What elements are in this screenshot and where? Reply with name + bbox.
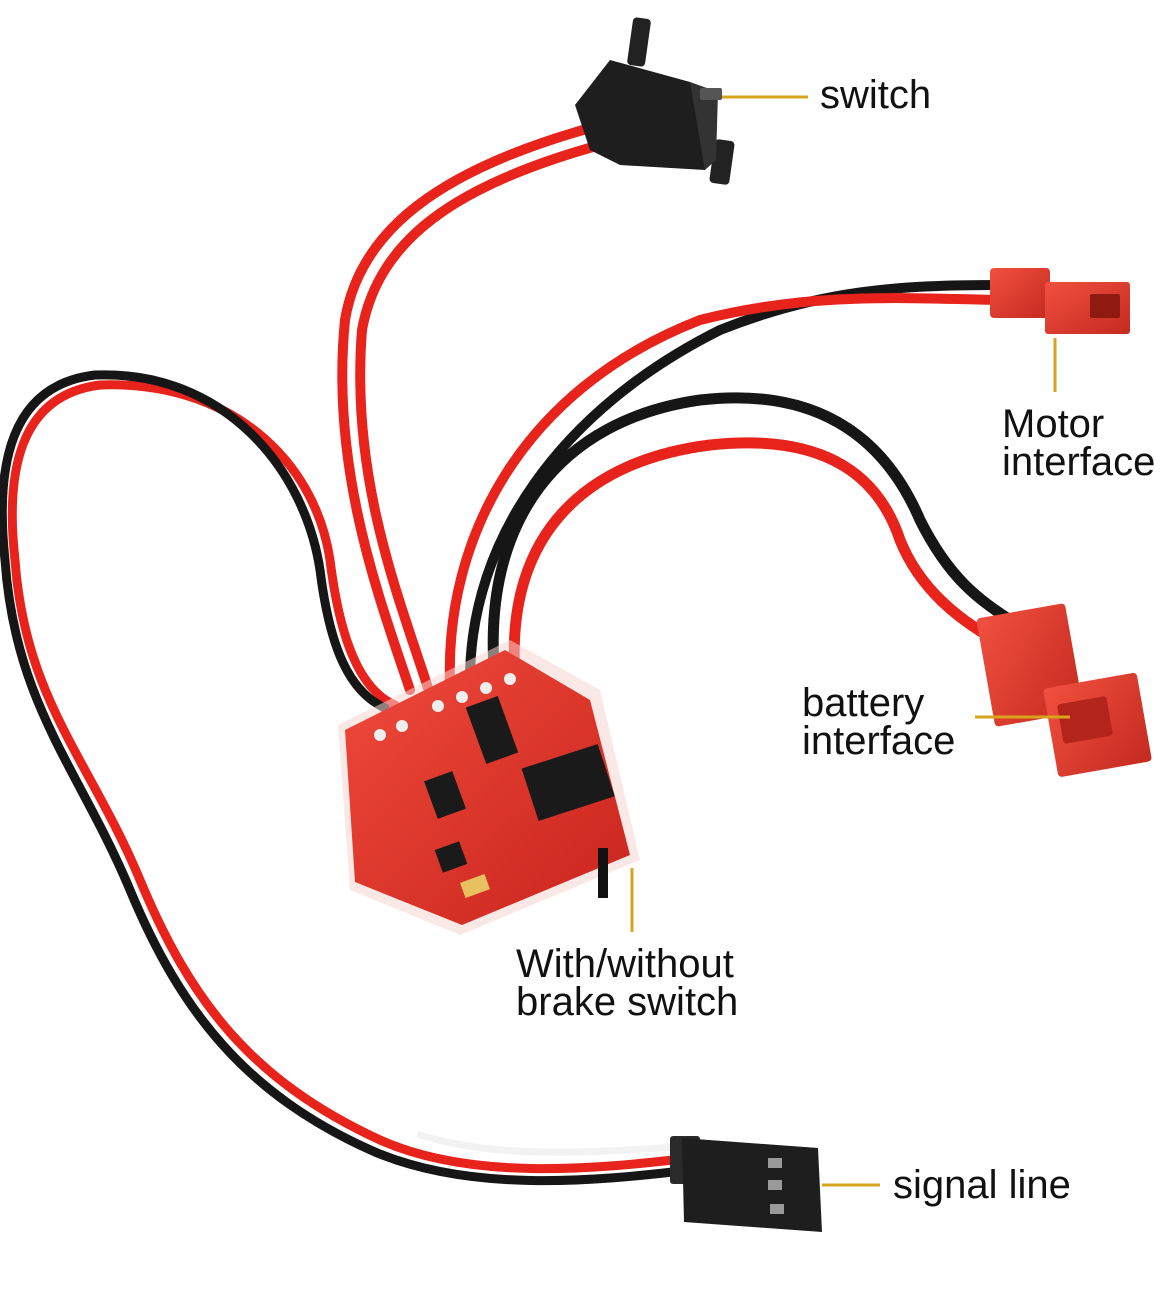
switch-cables xyxy=(337,123,605,695)
label-motor-line2: interface xyxy=(1002,440,1156,484)
switch-wire-2 xyxy=(355,140,605,693)
esc-board xyxy=(338,640,640,935)
signal-cable xyxy=(0,370,695,1186)
label-battery-line1: battery xyxy=(802,681,925,725)
battery-wire-black xyxy=(487,392,1016,686)
label-switch-text: switch xyxy=(820,73,932,117)
signal-wire-white xyxy=(416,1131,694,1156)
leader-lines xyxy=(630,95,1070,1187)
switch-wire-1 xyxy=(337,123,595,695)
motor-wire-red xyxy=(444,293,1005,689)
label-signal-line: signal line xyxy=(893,1163,1071,1207)
label-brake-line2: brake switch xyxy=(516,980,739,1024)
label-brake-switch: With/without brake switch xyxy=(516,942,739,1024)
label-motor-line1: Motor xyxy=(1002,402,1105,446)
label-brake-line1: With/without xyxy=(516,942,734,986)
battery-cables xyxy=(487,392,1016,686)
signal-connector xyxy=(670,1136,822,1232)
signal-wire-black xyxy=(0,370,695,1186)
label-switch: switch xyxy=(820,73,932,117)
signal-wire-red xyxy=(7,380,695,1174)
motor-cables xyxy=(444,280,1005,689)
motor-wire-black xyxy=(465,280,1005,685)
battery-wire-red xyxy=(508,437,1001,682)
label-battery-interface: battery interface xyxy=(802,681,956,763)
battery-connector xyxy=(976,603,1152,777)
label-battery-line2: interface xyxy=(802,719,956,763)
label-signal-text: signal line xyxy=(893,1163,1071,1207)
label-motor-interface: Motor interface xyxy=(1002,402,1156,484)
power-switch xyxy=(575,17,735,185)
motor-connector xyxy=(990,268,1130,334)
